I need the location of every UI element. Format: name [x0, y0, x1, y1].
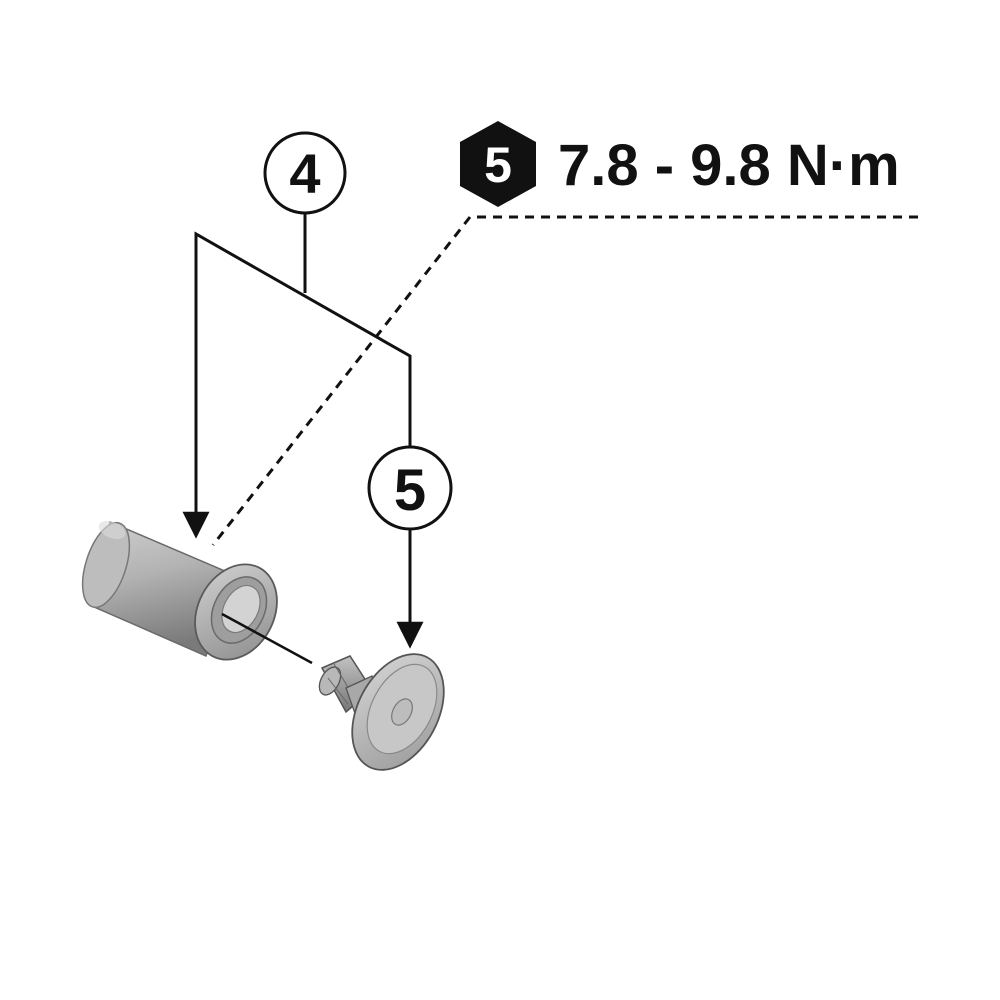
leader-lines-part-4 — [182, 214, 412, 539]
torque-badge-number: 5 — [484, 137, 512, 193]
callout-5-number: 5 — [394, 458, 426, 523]
callout-4-number: 4 — [289, 142, 320, 205]
torque-value: 7.8 - 9.8 N·m — [558, 133, 900, 198]
callout-part-4: 4 — [263, 131, 347, 215]
torque-spec: 5 7.8 - 9.8 N·m — [460, 121, 900, 207]
sleeve-nut-part — [81, 520, 278, 661]
hex-badge-icon — [460, 121, 536, 207]
callout-part-5: 5 — [367, 445, 453, 531]
torque-dashed-leader — [211, 215, 918, 546]
assembly-axis-line — [221, 612, 313, 665]
end-cap-bolt-part — [318, 653, 445, 771]
